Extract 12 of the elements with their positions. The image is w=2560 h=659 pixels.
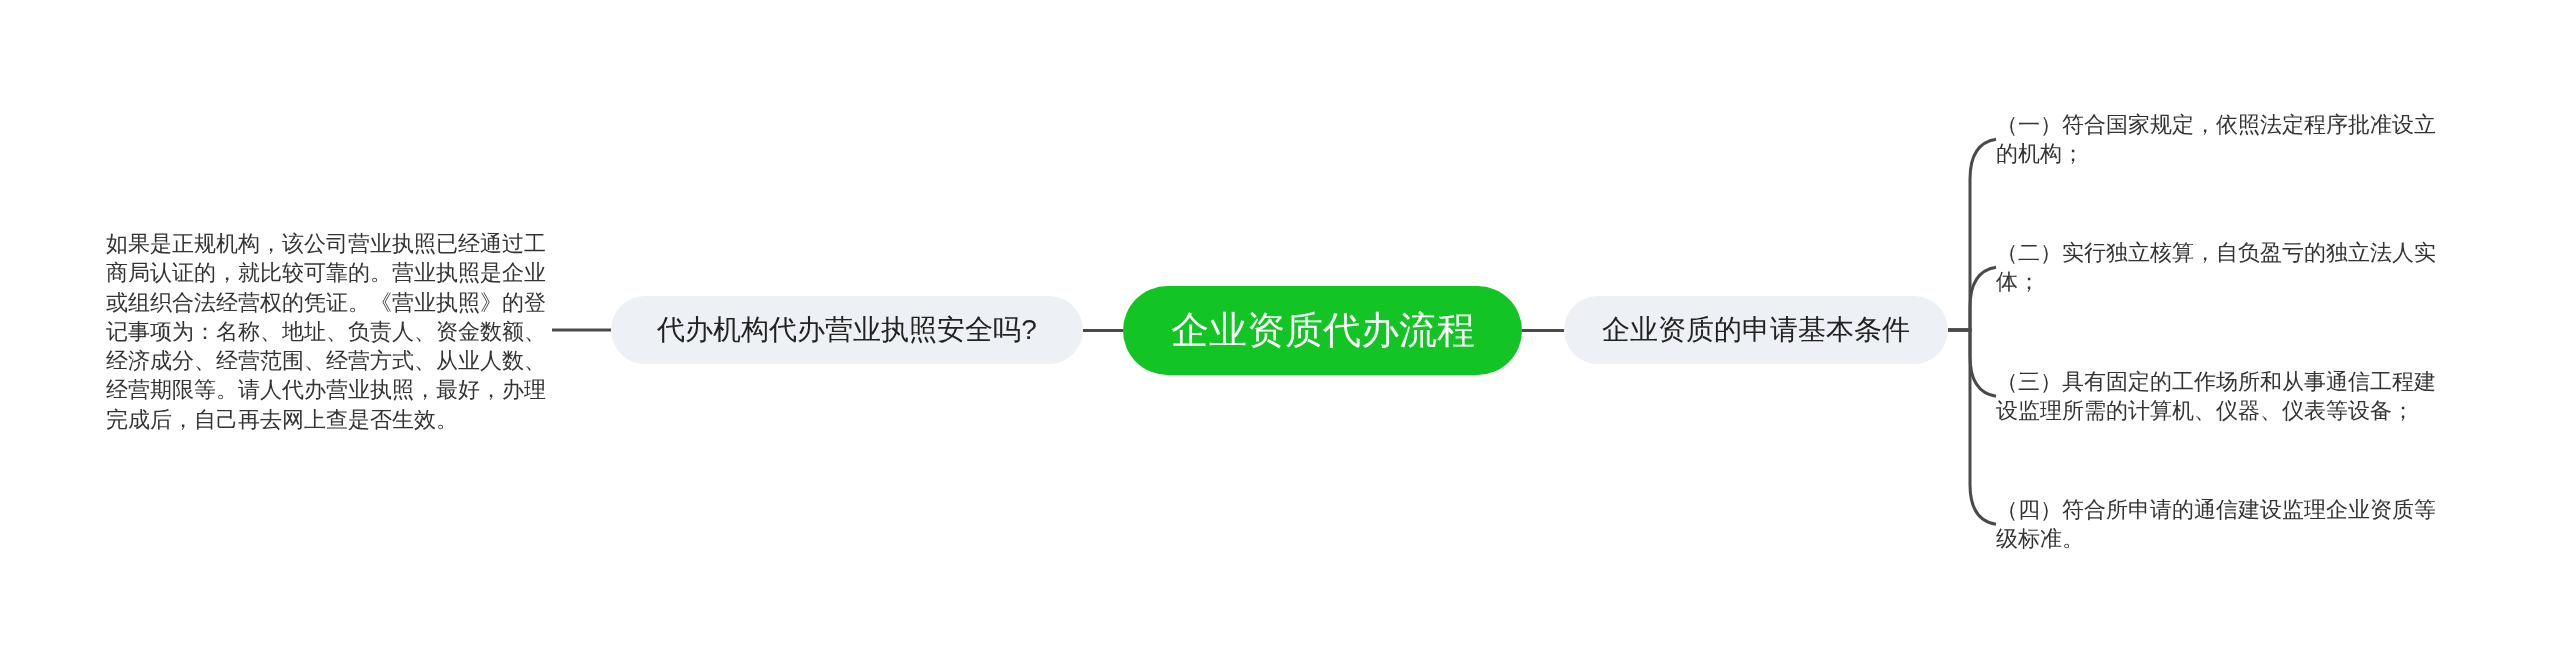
subtopic: 企业资质的申请基本条件 (1564, 296, 1948, 364)
note-text: （一）符合国家规定，依照法定程序批准设立的机构； (1996, 110, 2442, 169)
note-text: （四）符合所申请的通信建设监理企业资质等级标准。 (1996, 495, 2442, 554)
connector-line (1083, 329, 1123, 332)
note-text: （二）实行独立核算，自负盈亏的独立法人实体； (1996, 238, 2442, 297)
main-topic: 企业资质代办流程 (1123, 286, 1522, 375)
connector-line (1948, 328, 1997, 526)
note-text: （三）具有固定的工作场所和从事通信工程建设监理所需的计算机、仪器、仪表等设备； (1996, 367, 2442, 426)
subtopic: 代办机构代办营业执照安全吗? (611, 296, 1083, 364)
connector-line (552, 328, 611, 332)
connector-line (1522, 329, 1564, 332)
note-text: 如果是正规机构，该公司营业执照已经通过工商局认证的，就比较可靠的。营业执照是企业或组织合法经营权的凭证。《营业执照》的登记事项为：名称、地址、负责人、资金数额、经济成分、经营范围、经营方式、从业人数、经营期限等。请人代办营业执照，最好，办理完成后，自己再去网上查是否生效。 (106, 229, 552, 435)
